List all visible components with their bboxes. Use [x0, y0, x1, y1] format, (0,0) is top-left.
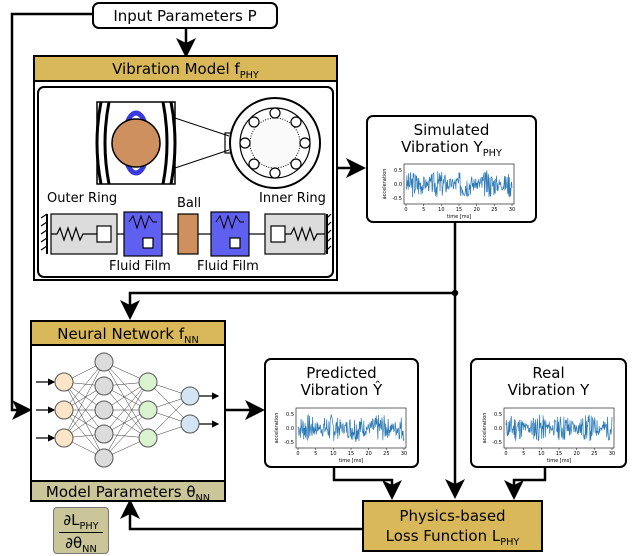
loss-to-parameters-arrow: [120, 499, 362, 531]
junction-dot: [451, 289, 459, 297]
gradient-denominator-sub: NN: [82, 544, 97, 555]
x-axis-label: time [ms]: [447, 214, 471, 220]
vibration-model-title-sub: PHY: [239, 70, 259, 81]
x-tick-label: 20: [573, 451, 579, 457]
x-axis-label: time [ms]: [339, 458, 363, 464]
y-tick-label: -0.5: [392, 196, 402, 202]
outer-ring-label: Outer Ring: [47, 191, 118, 206]
ball-label: Ball: [177, 196, 202, 211]
loss-line2-sub: PHY: [500, 537, 520, 548]
y-tick-label: 0.0: [494, 426, 502, 432]
neural-network-title: Neural Network f: [57, 325, 185, 343]
simulated-vibration-box: Simulated Vibration YPHY 0 5 10 15 20 25 30 0.5…: [366, 115, 537, 223]
bearing-illustration: [40, 97, 332, 257]
simulated-line2: Vibration Y: [401, 138, 483, 156]
gradient-box: ∂LPHY ∂θNN: [53, 507, 109, 555]
x-tick-label: 5: [314, 451, 317, 457]
y-tick-label: -0.5: [492, 440, 502, 446]
x-tick-label: 15: [348, 451, 354, 457]
simulated-line2-sub: PHY: [482, 148, 502, 159]
fluid-film-right-label: Fluid Film: [197, 259, 259, 274]
x-tick-label: 30: [401, 451, 407, 457]
bearing-cross-section: [95, 101, 240, 185]
model-parameters-label-sub: NN: [195, 493, 211, 504]
x-tick-label: 0: [296, 451, 299, 457]
real-vibration-plot: 0 5 10 15 20 25 30 0.5 0.0 -0.5 time [ms] accelerat…: [482, 407, 615, 464]
x-tick-label: 30: [609, 451, 615, 457]
x-tick-label: 10: [330, 451, 336, 457]
neural-network-title-sub: NN: [184, 335, 199, 346]
vibration-signal-line: [405, 170, 513, 198]
input-to-nn-arrow: [10, 12, 92, 420]
gradient-numerator: ∂L: [63, 511, 80, 529]
x-axis-label: time [ms]: [547, 458, 571, 464]
ball-icon: [111, 118, 161, 168]
x-tick-label: 15: [456, 207, 462, 213]
predicted-line2: Vibration Ŷ: [300, 381, 383, 399]
x-tick-label: 20: [365, 451, 371, 457]
simulated-to-nn-arrow: [120, 291, 455, 320]
real-vibration-box: Real Vibration Y 0 5 10 15 20 25 30 0.5 0.0 -0.5 t…: [470, 358, 627, 468]
predicted-vibration-box: Predicted Vibration Ŷ 0 5 10 15 20 25 30 0.5 0.0…: [264, 358, 419, 468]
y-tick-label: 0.5: [394, 168, 402, 174]
fluid-film-left-label: Fluid Film: [109, 259, 171, 274]
bearing-ring-icon: [229, 97, 321, 189]
vibration-signal-line: [297, 413, 405, 443]
loss-line2: Loss Function L: [385, 527, 501, 545]
gradient-denominator: ∂θ: [65, 534, 83, 552]
bearing-model-inner-box: Outer Ring Ball Inner Ring Fluid Film Fl…: [37, 86, 334, 278]
vibration-signal-line: [505, 414, 613, 442]
y-axis-label: acceleration: [482, 413, 488, 444]
x-tick-label: 25: [383, 451, 389, 457]
predicted-to-loss-arrow: [332, 468, 402, 500]
x-tick-label: 0: [504, 451, 507, 457]
neural-network-header: Neural Network fNN: [32, 322, 224, 346]
x-tick-label: 15: [556, 451, 562, 457]
gradient-numerator-sub: PHY: [79, 521, 99, 532]
vibration-model-title: Vibration Model f: [112, 60, 240, 78]
real-line2: Vibration Y: [507, 381, 590, 399]
y-tick-label: 0.0: [286, 426, 294, 432]
x-tick-label: 25: [591, 451, 597, 457]
predicted-vibration-plot: 0 5 10 15 20 25 30 0.5 0.0 -0.5 time [ms] accelerat…: [274, 407, 407, 464]
real-to-loss-arrow: [504, 468, 547, 500]
input-parameters-box: Input Parameters P: [92, 2, 278, 29]
x-tick-label: 10: [538, 451, 544, 457]
y-tick-label: 0.0: [394, 182, 402, 188]
real-line1: Real: [532, 364, 565, 382]
predicted-line1: Predicted: [306, 364, 377, 382]
loss-line1: Physics-based: [399, 507, 506, 525]
neural-network-graph: [36, 352, 220, 468]
x-tick-label: 0: [404, 207, 407, 213]
model-parameters-bar: Model Parameters θNN: [32, 480, 224, 504]
inner-ring-label: Inner Ring: [259, 191, 326, 206]
x-tick-label: 5: [422, 207, 425, 213]
input-parameters-label: Input Parameters P: [113, 7, 257, 25]
gradient-fraction-line: [59, 532, 103, 533]
y-axis-label: acceleration: [382, 169, 388, 200]
vibration-model-header: Vibration Model fPHY: [35, 57, 336, 82]
x-tick-label: 5: [522, 451, 525, 457]
x-tick-label: 30: [509, 207, 515, 213]
model-parameters-label: Model Parameters θ: [45, 483, 196, 501]
x-tick-label: 25: [491, 207, 497, 213]
x-tick-label: 10: [438, 207, 444, 213]
simulated-vibration-plot: 0 5 10 15 20 25 30 0.5 0.0 -0.5 time [ms] accelerat…: [382, 163, 515, 220]
spring-damper-chain: [40, 211, 332, 257]
neural-network-panel: Neural Network fNN: [30, 320, 226, 504]
vibration-model-panel: Vibration Model fPHY: [33, 55, 338, 281]
loss-function-box: Physics-based Loss Function LPHY: [362, 500, 543, 552]
y-axis-label: acceleration: [274, 413, 280, 444]
y-tick-label: 0.5: [494, 412, 502, 418]
x-tick-label: 20: [473, 207, 479, 213]
simulated-line1: Simulated: [413, 121, 490, 139]
y-tick-label: -0.5: [284, 440, 294, 446]
y-tick-label: 0.5: [286, 412, 294, 418]
